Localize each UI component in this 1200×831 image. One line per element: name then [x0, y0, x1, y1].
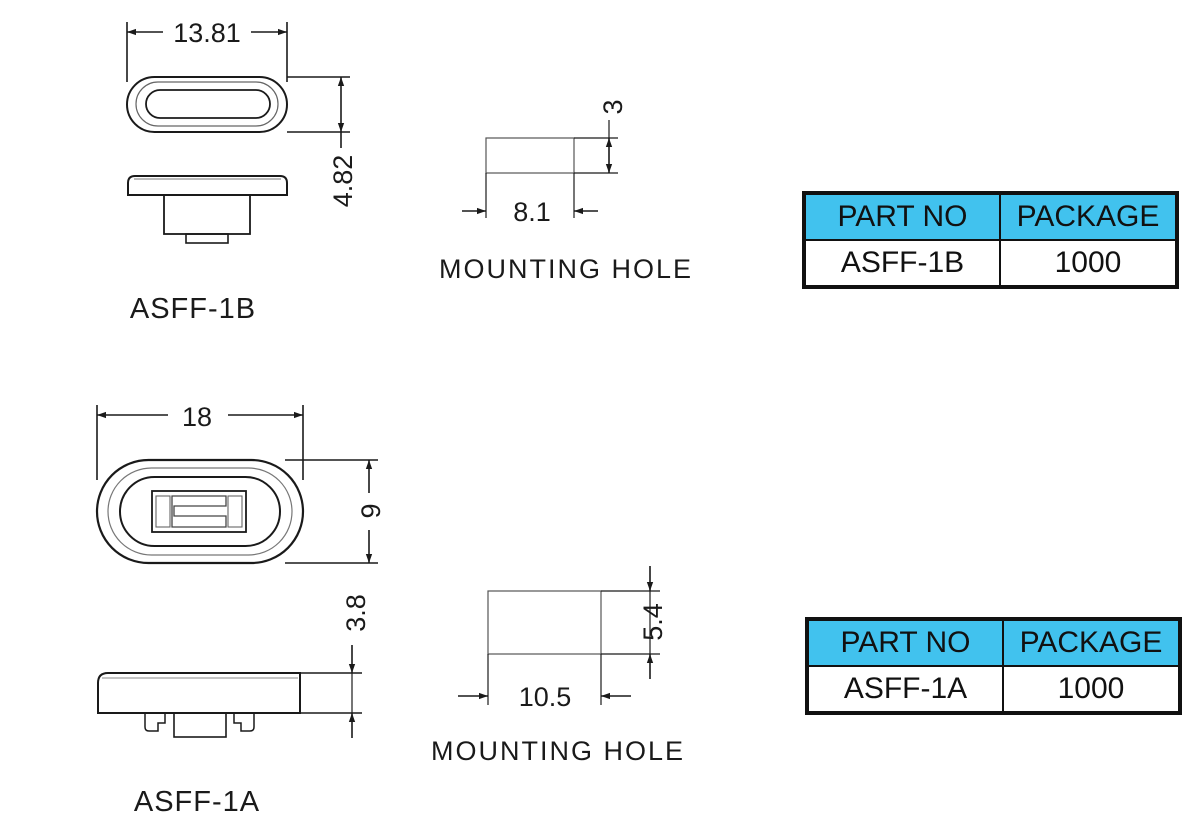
asff-1a-width-value: 18 — [182, 402, 212, 432]
asff-1b-height-value: 4.82 — [328, 155, 358, 208]
table-cell-package: 1000 — [999, 239, 1178, 288]
table-header-package: PACKAGE — [1002, 618, 1181, 667]
table-cell-part-no: ASFF-1A — [806, 665, 1004, 714]
table-cell-package: 1000 — [1002, 665, 1181, 714]
asff-1b-hole-caption: MOUNTING HOLE — [439, 254, 693, 284]
table-row: ASFF-1B 1000 — [803, 239, 1178, 288]
asff-1b-package-table: PART NO PACKAGE ASFF-1B 1000 — [802, 191, 1179, 289]
table-cell-part-no: ASFF-1B — [803, 239, 1001, 288]
asff-1a-depth-value: 9 — [356, 503, 386, 518]
table-header-part-no: PART NO — [806, 618, 1004, 667]
table-row: ASFF-1A 1000 — [806, 665, 1181, 714]
table-header-part-no: PART NO — [803, 192, 1001, 241]
asff-1a-height-value: 3.8 — [341, 594, 371, 632]
asff-1b-width-value: 13.81 — [173, 18, 241, 48]
asff-1a-hole-width-value: 10.5 — [519, 682, 572, 712]
asff-1b-side-view — [127, 175, 288, 244]
asff-1a-part-label: ASFF-1A — [134, 786, 260, 818]
asff-1b-top-view — [126, 76, 288, 133]
asff-1b-part-label: ASFF-1B — [130, 293, 256, 325]
table-header-row: PART NO PACKAGE — [806, 618, 1181, 667]
asff-1a-height-dimension — [300, 645, 362, 738]
asff-1b-width-dimension — [126, 22, 288, 82]
asff-1b-height-dimension — [287, 76, 350, 148]
asff-1a-top-view — [95, 458, 305, 565]
asff-1a-hole-caption: MOUNTING HOLE — [431, 736, 685, 766]
table-header-row: PART NO PACKAGE — [803, 192, 1178, 241]
asff-1a-width-dimension — [96, 405, 304, 480]
table-header-package: PACKAGE — [999, 192, 1178, 241]
asff-1a-package-table: PART NO PACKAGE ASFF-1A 1000 — [805, 617, 1182, 715]
asff-1a-hole-height-value: 5.4 — [638, 603, 668, 641]
asff-1b-hole-width-value: 8.1 — [513, 197, 551, 227]
asff-1b-hole-height-value: 3 — [598, 99, 628, 114]
asff-1a-side-view — [97, 672, 301, 738]
asff-1b-mounting-hole — [462, 120, 618, 218]
asff-1a-depth-dimension — [285, 459, 378, 564]
asff-1a-mounting-hole — [458, 566, 660, 705]
